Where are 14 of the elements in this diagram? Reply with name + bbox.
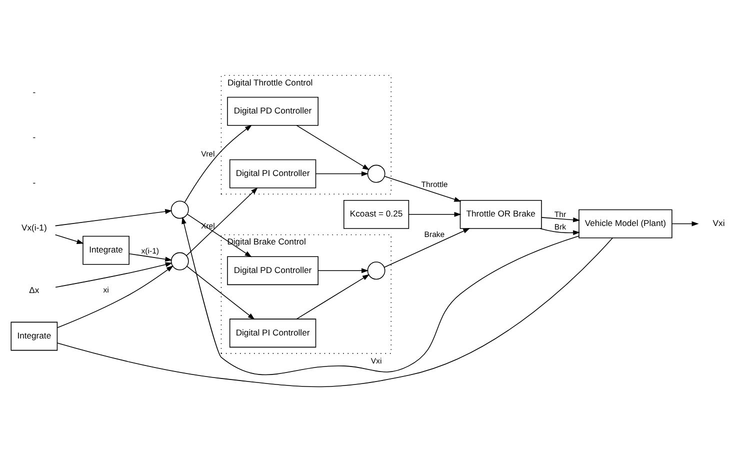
label: -: [32, 176, 36, 187]
edge-label: Vrel: [201, 149, 215, 158]
node-text: Vx(i-1): [22, 222, 47, 232]
edge-label: Thr: [554, 209, 566, 218]
edge-label: xi: [103, 285, 109, 294]
edge-label: Brk: [554, 222, 566, 231]
edge-label: Brake: [424, 230, 445, 239]
node-text: Vxi: [712, 217, 725, 228]
edge-label: Throttle: [421, 180, 448, 189]
edge-label: x(i-1): [141, 246, 160, 255]
label: -: [32, 86, 36, 96]
label: -: [32, 132, 36, 142]
node-text: Δx: [29, 284, 40, 295]
edge-label: Vxi: [370, 356, 382, 366]
